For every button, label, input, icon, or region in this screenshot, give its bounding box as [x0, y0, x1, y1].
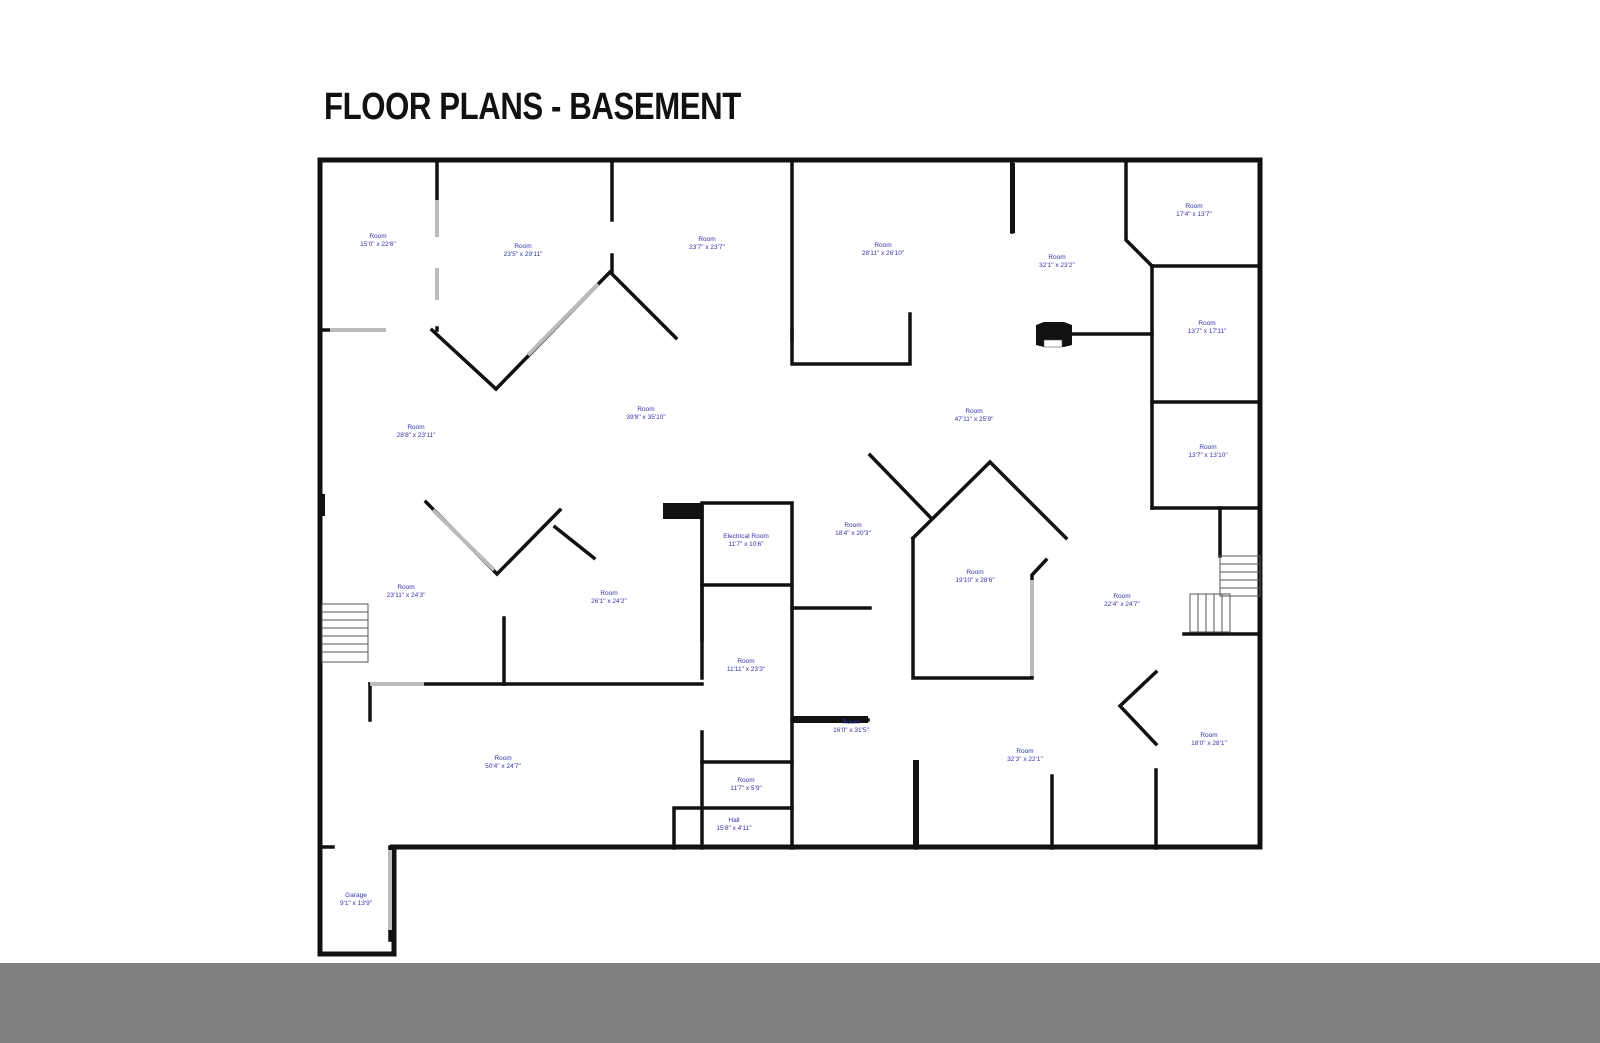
room-name: Room [737, 777, 754, 784]
room-name: Room [842, 719, 859, 726]
room-name: Room [698, 236, 715, 243]
stairs-small [1036, 322, 1072, 348]
room-name: Garage [345, 892, 367, 899]
page-title: FLOOR PLANS - BASEMENT [324, 86, 741, 128]
room-dims: 15'0" x 22'6" [360, 241, 396, 248]
outer-walls [317, 157, 1263, 957]
room-name: Room [737, 658, 754, 665]
room-dims: 50'4" x 24'7" [485, 763, 521, 770]
room-name: Room [874, 242, 891, 249]
room-dims: 32'3" x 22'1" [1007, 756, 1043, 763]
room-dims: 17'4" x 13'7" [1176, 211, 1212, 218]
room-dims: 39'8" x 35'10" [626, 414, 666, 421]
room-name: Room [965, 408, 982, 415]
column-block [663, 503, 701, 519]
door-marker [1010, 163, 1015, 233]
room-dims: 11'11" x 23'3" [727, 666, 766, 673]
room-name: Room [1016, 748, 1033, 755]
door-marker [913, 760, 919, 846]
room-name: Room [369, 233, 386, 240]
room-name: Room [397, 584, 414, 591]
room-dims: 23'7" x 23'7" [689, 244, 725, 251]
room-labels: Room 15'0" x 22'6" Room 23'5" x 29'11" R… [340, 203, 1228, 907]
room-dims: 47'11" x 25'9" [955, 416, 994, 423]
room-dims: 26'1" x 24'2" [591, 598, 627, 605]
room-dims: 23'11" x 24'3" [387, 592, 426, 599]
room-dims: 32'1" x 23'2" [1039, 262, 1075, 269]
room-dims: 15'8" x 4'11" [716, 825, 752, 832]
room-dims: 16'0" x 31'5" [833, 727, 869, 734]
bottom-bar [0, 963, 1600, 1043]
room-name: Room [844, 522, 861, 529]
room-name: Hall [728, 817, 740, 824]
room-dims: 13'7" x 17'11" [1188, 328, 1227, 335]
room-dims: 9'1" x 13'9" [340, 900, 373, 907]
room-name: Room [600, 590, 617, 597]
interior-walls [320, 158, 1262, 942]
room-dims: 28'8" x 23'11" [397, 432, 436, 439]
room-dims: 11'7" x 5'9" [730, 785, 762, 792]
room-name: Room [1200, 732, 1217, 739]
room-name: Room [494, 755, 511, 762]
wall-marker [320, 494, 325, 516]
room-dims: 22'4" x 24'7" [1104, 601, 1140, 608]
room-name: Room [1048, 254, 1065, 261]
room-dims: 28'11" x 26'10" [862, 250, 905, 257]
room-name: Room [1113, 593, 1130, 600]
room-name: Room [1199, 444, 1216, 451]
stairs-right [1189, 555, 1261, 633]
windows [330, 200, 1034, 930]
room-dims: 13'7" x 13'10" [1188, 452, 1228, 459]
room-dims: 11'7" x 10'6" [728, 541, 764, 548]
stairs-left [321, 603, 369, 663]
room-name: Room [407, 424, 424, 431]
room-name: Room [514, 243, 531, 250]
room-name: Electrical Room [723, 533, 769, 540]
room-name: Room [1198, 320, 1215, 327]
room-dims: 19'10" x 28'6" [955, 577, 995, 584]
room-dims: 23'5" x 29'11" [504, 251, 543, 258]
room-dims: 18'0" x 28'1" [1191, 740, 1227, 747]
room-dims: 18'4" x 20'3" [835, 530, 871, 537]
room-name: Room [637, 406, 654, 413]
room-name: Room [1185, 203, 1202, 210]
room-name: Room [966, 569, 983, 576]
door-marker [792, 716, 868, 723]
